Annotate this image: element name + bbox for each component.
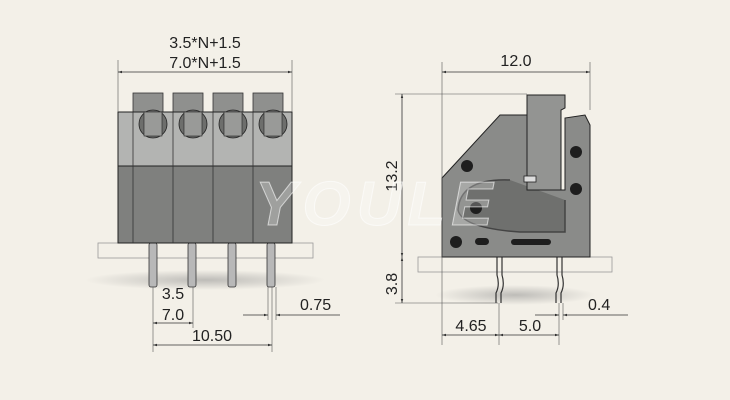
housing-bottom	[117, 165, 293, 244]
pcb-outline	[417, 256, 613, 273]
pin	[227, 242, 237, 288]
width-formula-2: 7.0*N+1.5	[169, 55, 241, 72]
pin	[495, 240, 504, 303]
pin-offset-label: 4.65	[455, 318, 486, 335]
front-view: 3.5*N+1.5 7.0*N+1.5 3.5 7.0 10.50 0.75	[85, 35, 340, 352]
pins	[148, 242, 276, 288]
holes	[450, 146, 582, 248]
height-label: 13.2	[384, 160, 401, 191]
side-width-label: 12.0	[500, 53, 531, 70]
pin	[555, 240, 564, 303]
pin	[187, 242, 197, 288]
dividers	[132, 112, 254, 243]
pin	[266, 242, 276, 288]
watermark-logo: YOULE	[255, 170, 499, 239]
pin-thickness-label: 0.4	[588, 297, 610, 314]
pitch-label-1: 3.5	[162, 286, 184, 303]
pin-length-label: 3.8	[384, 273, 401, 295]
pitch-label-2: 7.0	[162, 307, 184, 324]
clamp-spring	[457, 179, 566, 233]
pin-width-label: 0.75	[300, 297, 331, 314]
pcb-outline	[97, 242, 314, 259]
pin-span-label: 10.50	[192, 328, 232, 345]
pin	[148, 242, 158, 288]
shadow	[85, 270, 325, 290]
side-view: 12.0 13.2 3.8 4.65 5.0 0.4	[384, 53, 628, 345]
release-lever	[526, 94, 566, 191]
pin-spacing-label: 5.0	[519, 318, 541, 335]
shadow	[435, 285, 595, 305]
width-formula-1: 3.5*N+1.5	[169, 35, 241, 52]
